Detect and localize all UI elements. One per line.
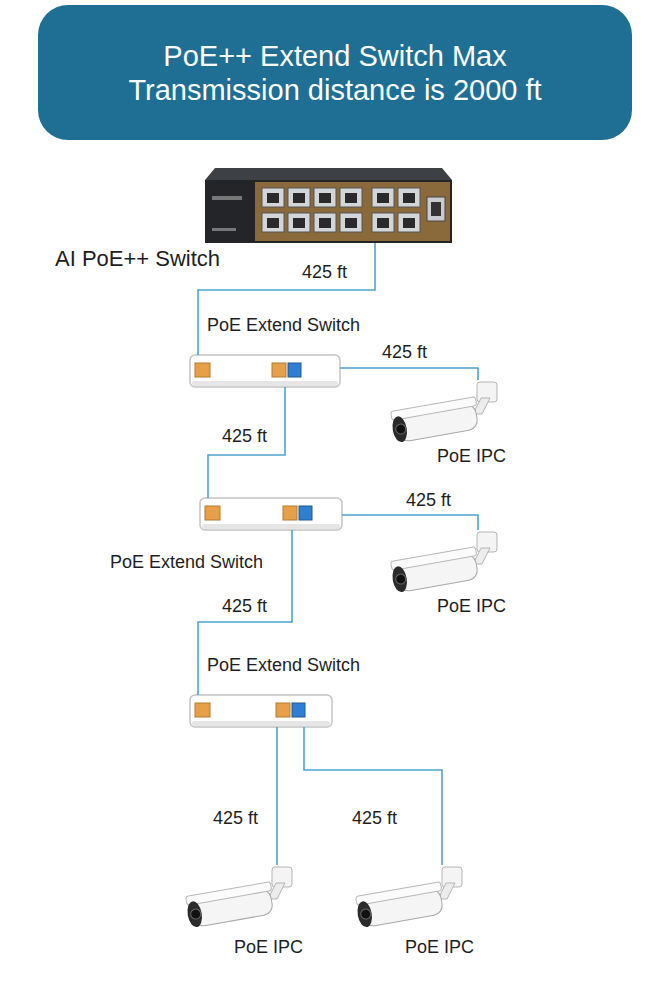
device-label: PoE IPC: [435, 596, 508, 617]
distance-label: 425 ft: [380, 342, 429, 363]
ip-camera: PoE IPC: [385, 380, 500, 448]
distance-label: 425 ft: [300, 262, 349, 283]
device-label: PoE Extend Switch: [205, 655, 362, 676]
ip-camera: PoE IPC: [180, 865, 295, 933]
extend-switch: PoE Extend Switch: [190, 695, 332, 727]
title-text: PoE++ Extend Switch Max Transmission dis…: [120, 39, 550, 107]
device-label: PoE Extend Switch: [205, 315, 362, 336]
cable-line: [340, 368, 478, 380]
camera-drawing: [355, 867, 462, 928]
distance-label: 425 ft: [220, 426, 269, 447]
poe-switch-drawing: [205, 168, 452, 243]
camera-drawing: [185, 867, 292, 928]
device-label: PoE IPC: [435, 446, 508, 467]
distance-label: 425 ft: [404, 490, 453, 511]
device-label: PoE Extend Switch: [108, 552, 265, 573]
cable-line: [198, 243, 375, 355]
camera-drawing: [390, 382, 497, 443]
ip-camera: PoE IPC: [350, 865, 465, 933]
distance-label: 425 ft: [220, 596, 269, 617]
extend-switch: PoE Extend Switch: [190, 355, 340, 387]
cable-line: [276, 727, 278, 865]
extend-switch-drawing: [190, 695, 332, 727]
extend-switch-drawing: [190, 355, 340, 387]
device-label: PoE IPC: [232, 937, 305, 958]
extend-switch: PoE Extend Switch: [200, 498, 342, 530]
distance-label: 425 ft: [211, 808, 260, 829]
camera-drawing: [390, 532, 497, 593]
device-label: AI PoE++ Switch: [53, 246, 222, 271]
distance-label: 425 ft: [350, 808, 399, 829]
cable-line: [304, 727, 442, 865]
device-label: PoE IPC: [403, 937, 476, 958]
title-banner: PoE++ Extend Switch Max Transmission dis…: [38, 5, 632, 140]
cable-line: [342, 515, 478, 530]
extend-switch-drawing: [200, 498, 342, 530]
cable-line: [208, 387, 285, 498]
ip-camera: PoE IPC: [385, 530, 500, 598]
poe-switch: AI PoE++ Switch: [205, 168, 452, 243]
